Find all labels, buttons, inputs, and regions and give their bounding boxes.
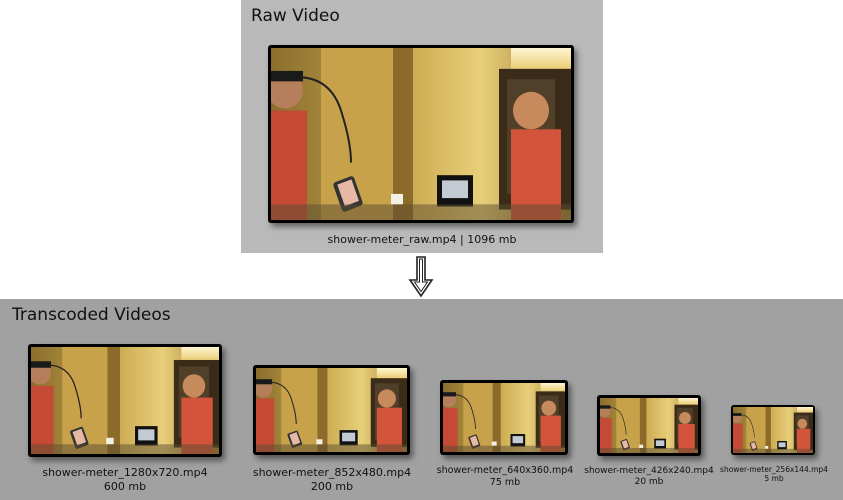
- raw-video-title: Raw Video: [251, 6, 340, 26]
- video-filename: shower-meter_256x144.mp4: [720, 465, 828, 474]
- video-filename: shower-meter_852x480.mp4: [252, 466, 412, 479]
- video-thumbnail-1280x720[interactable]: [28, 344, 222, 457]
- video-caption-1280x720: shower-meter_1280x720.mp4 600 mb: [15, 466, 235, 494]
- video-size: 75 mb: [489, 476, 521, 488]
- raw-video-caption: shower-meter_raw.mp4 | 1096 mb: [241, 233, 603, 247]
- video-size: 20 mb: [634, 477, 664, 488]
- video-caption-852x480: shower-meter_852x480.mp4 200 mb: [242, 466, 422, 494]
- video-caption-426x240: shower-meter_426x240.mp4 20 mb: [584, 466, 714, 489]
- raw-video-caption-text: shower-meter_raw.mp4 | 1096 mb: [327, 233, 517, 246]
- down-arrow-icon: [408, 256, 434, 298]
- video-frame-image: [733, 407, 813, 453]
- video-filename: shower-meter_426x240.mp4: [584, 466, 714, 476]
- video-thumbnail-426x240[interactable]: [597, 395, 701, 456]
- video-frame-image: [271, 48, 571, 220]
- video-size: 200 mb: [310, 479, 354, 493]
- video-thumbnail-640x360[interactable]: [440, 380, 568, 455]
- transcoded-videos-title: Transcoded Videos: [12, 305, 171, 325]
- video-caption-640x360: shower-meter_640x360.mp4 75 mb: [430, 465, 580, 489]
- video-thumbnail-852x480[interactable]: [253, 365, 410, 455]
- video-frame-image: [443, 383, 565, 452]
- video-caption-256x144: shower-meter_256x144.mp4 5 mb: [718, 465, 830, 484]
- video-filename: shower-meter_1280x720.mp4: [42, 466, 208, 479]
- video-frame-image: [31, 347, 219, 454]
- video-thumbnail-256x144[interactable]: [731, 405, 815, 455]
- raw-video-thumbnail[interactable]: [268, 45, 574, 223]
- video-filename: shower-meter_640x360.mp4: [436, 465, 574, 476]
- video-size: 5 mb: [764, 474, 784, 484]
- video-frame-image: [256, 368, 407, 452]
- video-size: 600 mb: [103, 479, 147, 493]
- video-frame-image: [600, 398, 698, 453]
